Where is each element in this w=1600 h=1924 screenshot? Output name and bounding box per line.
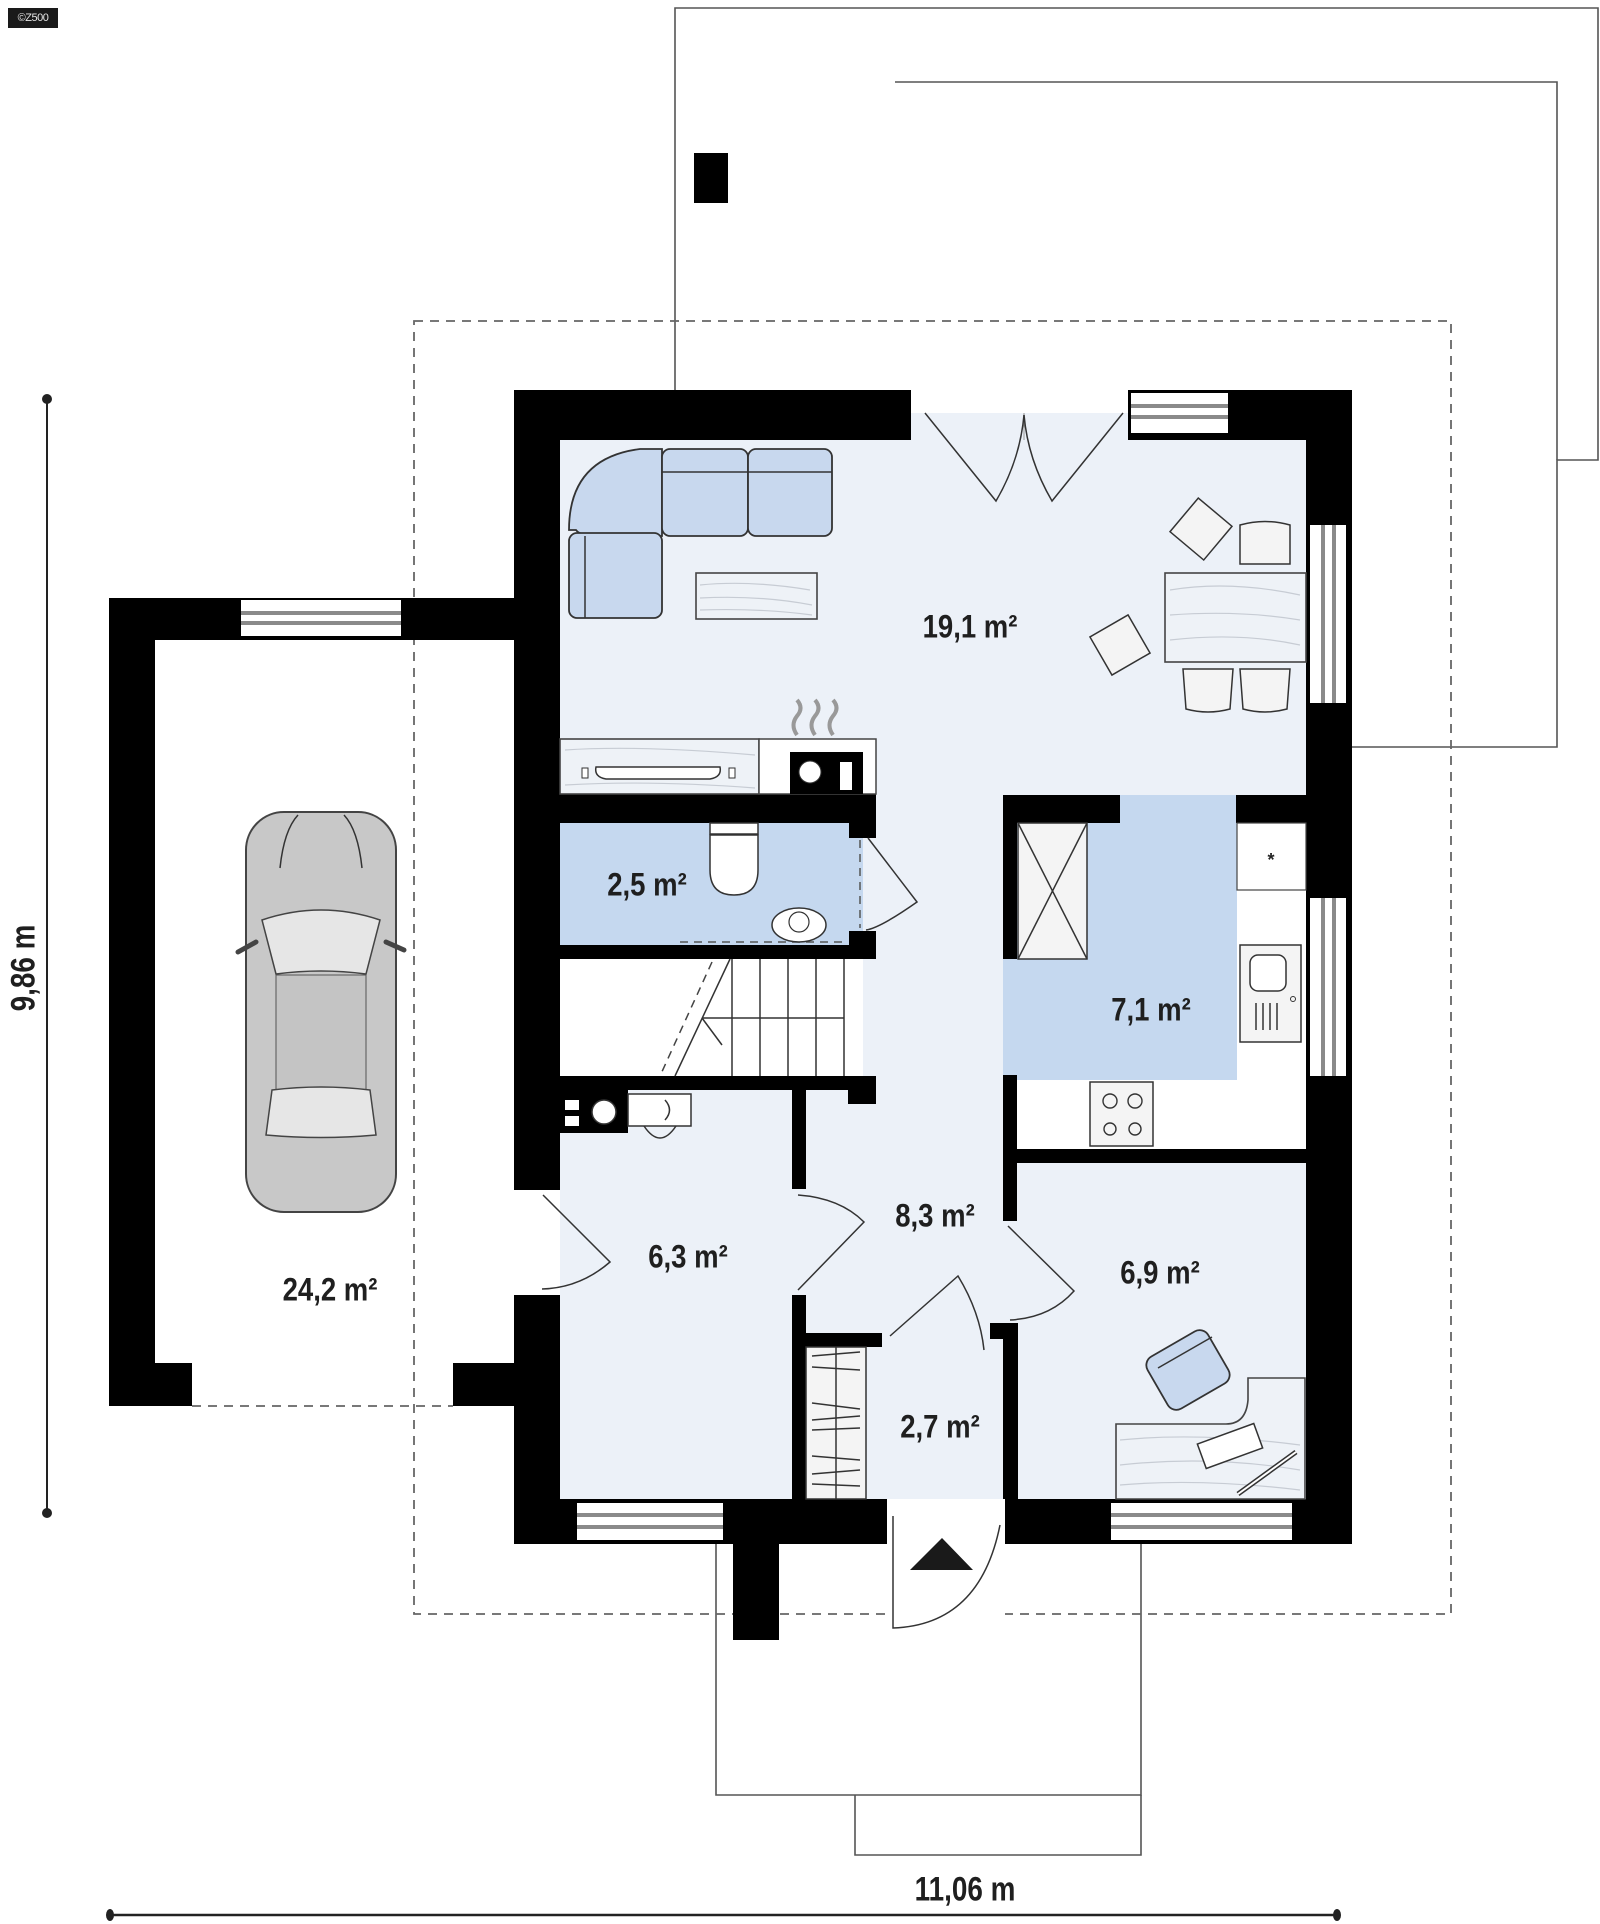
room-area-garage: 24,2 m² [282,1271,378,1308]
washbasin-icon [771,907,827,943]
office-chair-icon [1145,1329,1231,1411]
entrance-arrow-icon [910,1538,973,1570]
dining-table [1088,496,1307,713]
toilet-icon [709,822,759,896]
cooktop-icon [1089,1081,1154,1147]
sofa-icon [568,448,833,619]
room-area-hall: 8,3 m² [895,1197,975,1234]
chimney-block [694,153,728,203]
wardrobe-icon [805,1346,867,1500]
fridge-icon [1017,822,1088,960]
room-area-wc: 2,5 m² [607,866,687,903]
room-area-boiler: 6,3 m² [648,1238,728,1275]
front-steps-outline [715,1544,1142,1856]
room-area-vestibule: 2,7 m² [900,1408,980,1445]
coffee-table [695,572,818,620]
room-area-living: 19,1 m² [922,608,1018,645]
sink-icon [1239,944,1302,1043]
doors [541,412,1128,1629]
depth-dimension: 9,86 m [4,924,43,1012]
stairs [659,958,845,1077]
fireplace-icon [758,698,877,795]
entrance-step [887,1516,1005,1628]
desk-icon [1115,1377,1306,1500]
room-area-kitchen: 7,1 m² [1111,991,1191,1028]
width-dimension: 11,06 m [914,1870,1016,1909]
windows [577,393,1346,1540]
garage [109,598,514,1406]
car-icon [235,811,407,1213]
copyright-badge: ©Z500 [8,8,58,28]
room-area-study: 6,9 m² [1120,1254,1200,1291]
fridge-mark: * [1267,850,1274,870]
tv-cabinet [559,738,760,795]
boiler-icon [560,1090,692,1139]
